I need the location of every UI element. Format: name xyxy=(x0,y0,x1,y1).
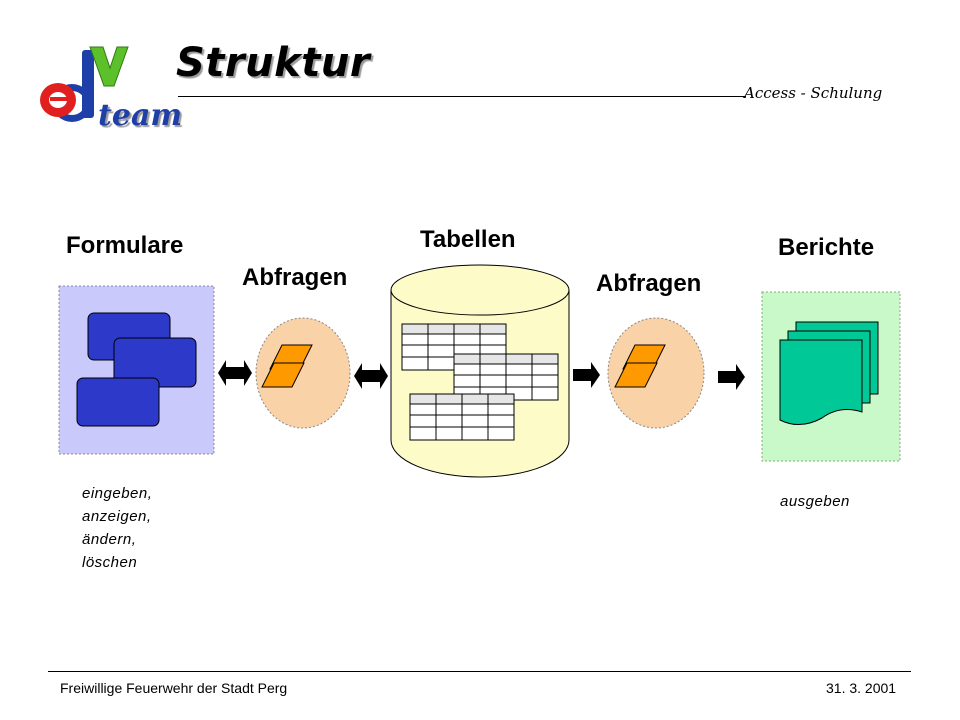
reports-note: ausgeben xyxy=(780,493,850,510)
footer-date: 31. 3. 2001 xyxy=(826,680,897,696)
forms-label: Formulare xyxy=(66,232,184,259)
table-grid-2 xyxy=(453,353,559,401)
report-documents-icon xyxy=(779,321,879,425)
header-divider xyxy=(178,96,746,97)
queries-left-label: Abfragen xyxy=(242,264,348,291)
queries-right-circle xyxy=(607,317,705,429)
page-subtitle: Access - Schulung xyxy=(744,84,883,102)
forms-notes: eingeben, anzeigen, ändern, löschen xyxy=(82,482,152,574)
form-window-3 xyxy=(76,377,160,427)
footer-divider xyxy=(48,671,911,672)
table-grid-3 xyxy=(409,393,515,441)
tables-label: Tabellen xyxy=(420,226,516,253)
logo-e xyxy=(40,83,76,117)
double-arrow-icon xyxy=(354,363,388,389)
logo-team-text: team xyxy=(98,98,183,133)
reports-panel xyxy=(761,291,901,462)
forms-note-item: anzeigen, xyxy=(82,508,152,525)
arrow-right-icon xyxy=(573,362,600,388)
forms-panel xyxy=(58,285,215,455)
logo-v xyxy=(89,46,129,87)
queries-right-label: Abfragen xyxy=(596,270,702,297)
page-title: Struktur xyxy=(176,40,371,86)
arrow-right-icon xyxy=(718,364,745,390)
reports-label: Berichte xyxy=(778,234,875,261)
queries-left-circle xyxy=(255,317,351,429)
double-arrow-icon xyxy=(218,360,252,386)
forms-note-item: eingeben, xyxy=(82,485,153,502)
logo-graphic xyxy=(40,46,129,122)
footer-organization: Freiwillige Feuerwehr der Stadt Perg xyxy=(60,680,288,696)
forms-note-item: ändern, xyxy=(82,531,137,548)
forms-note-item: löschen xyxy=(82,554,138,571)
tables-cylinder xyxy=(390,264,570,478)
